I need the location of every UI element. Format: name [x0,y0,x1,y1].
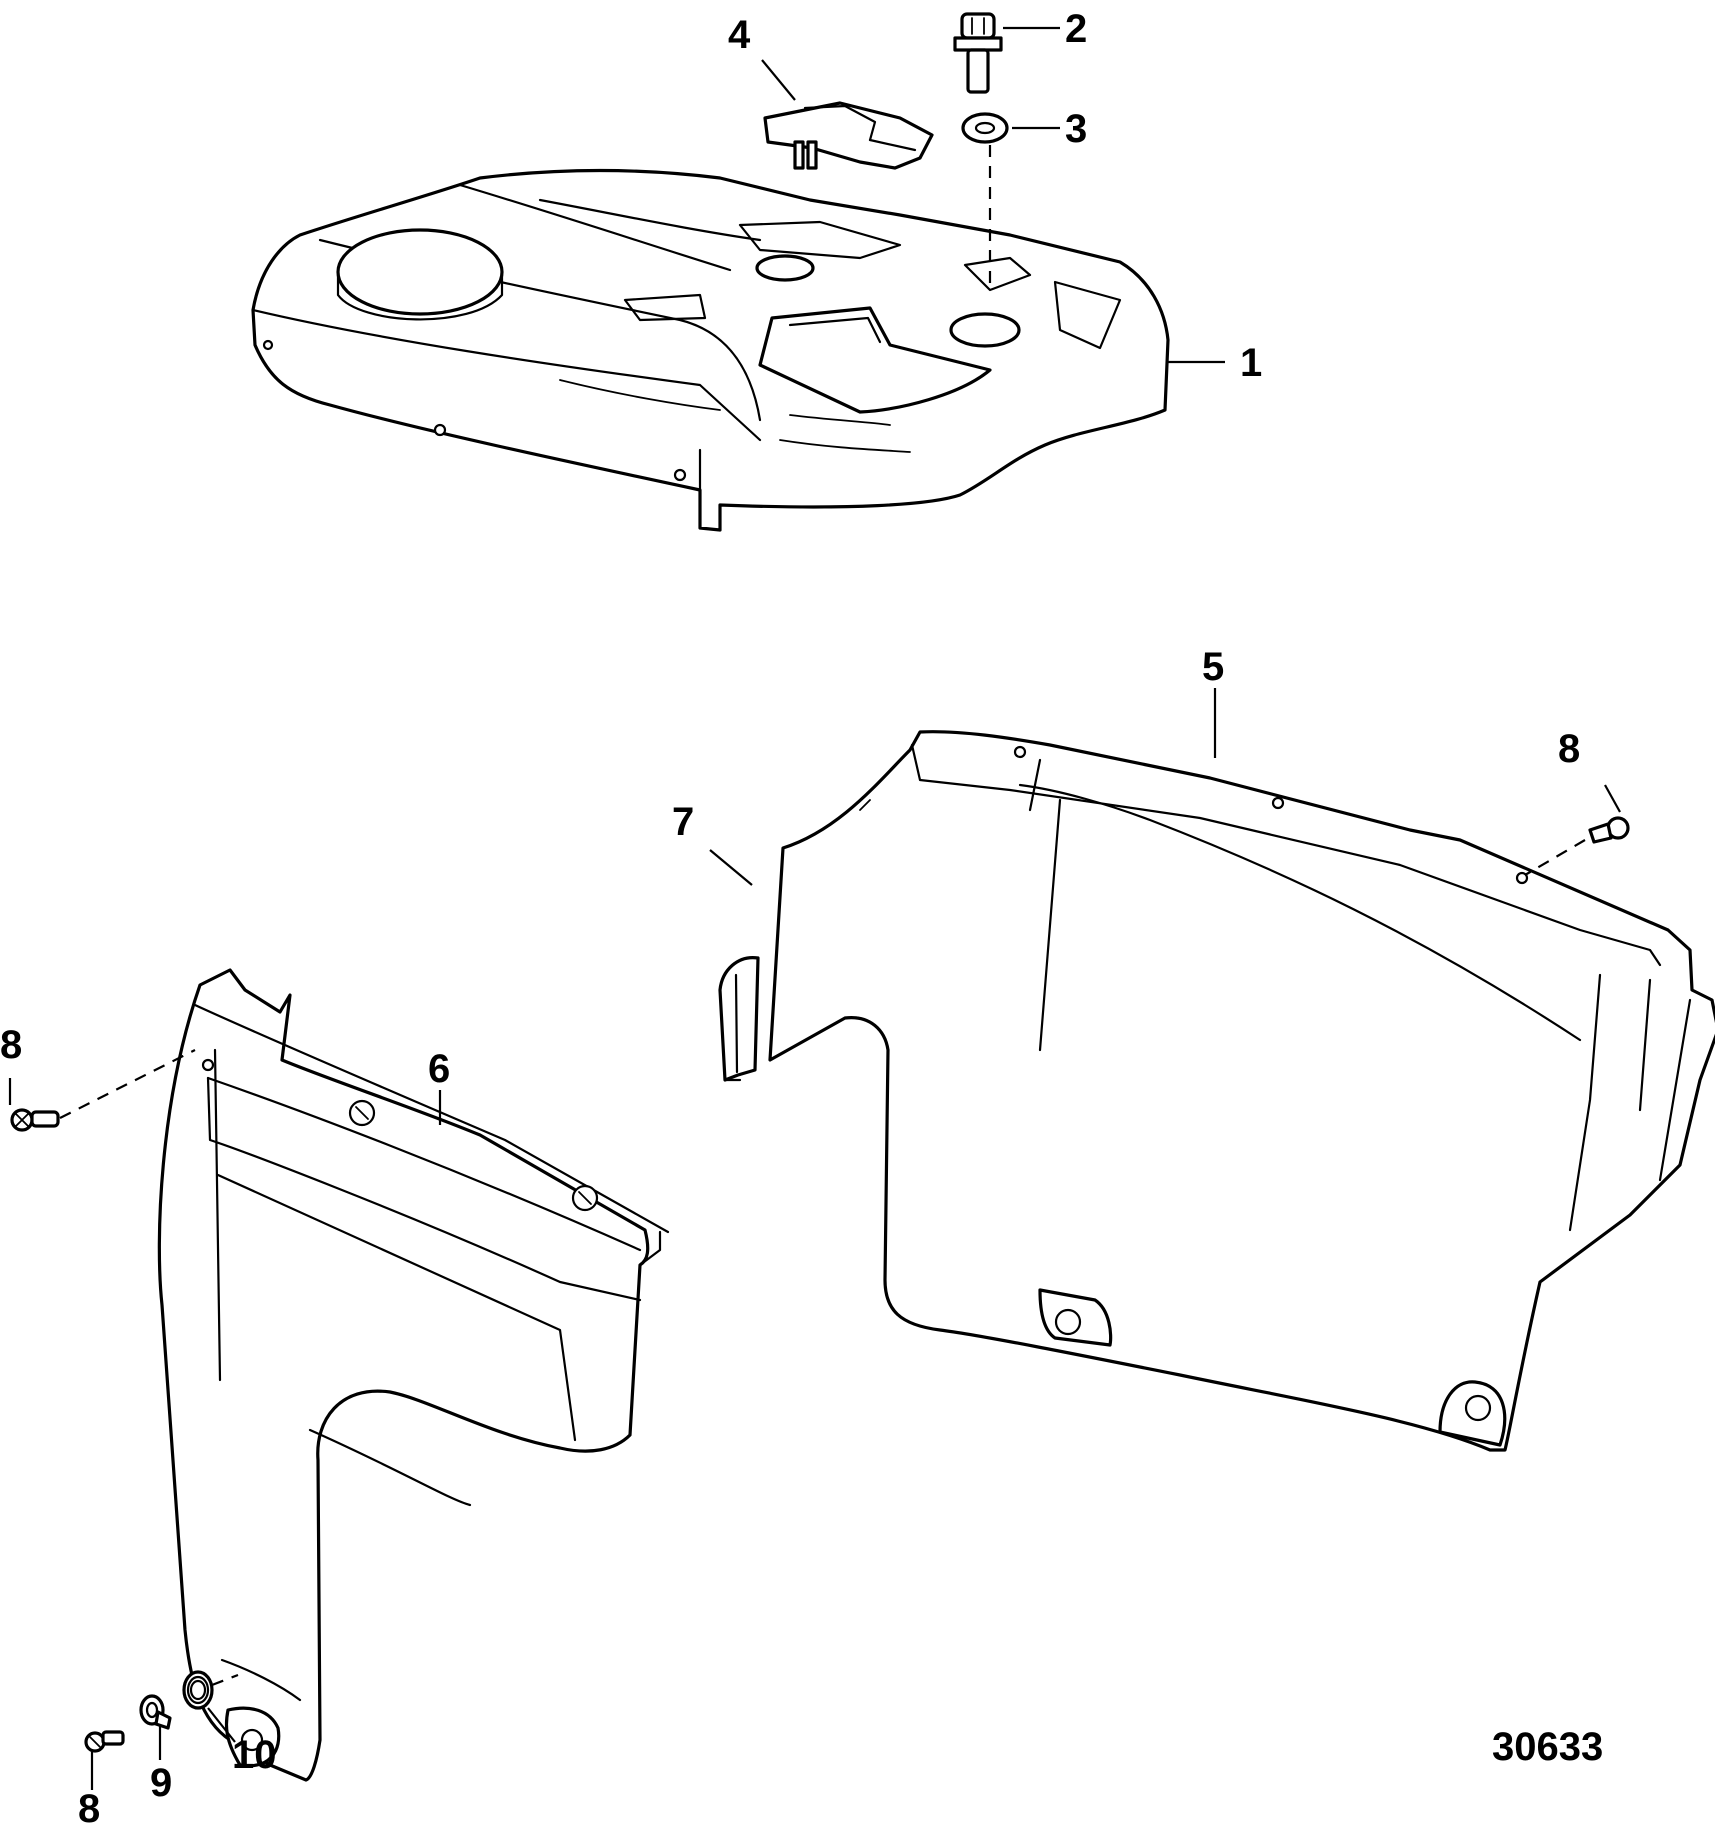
washer-part [961,112,1009,144]
assembly-line-screw-left [59,1049,196,1119]
leader-lines [8,26,1621,1790]
callout-8-right: 8 [1558,727,1580,771]
callout-10: 10 [232,1733,277,1777]
grommet-part [182,1670,214,1710]
figure-number: 30633 [1492,1725,1603,1769]
seal-strip-part [718,956,760,1082]
callout-8-left: 8 [0,1023,22,1067]
top-cover-part [251,168,1170,532]
small-washer-part [139,1694,172,1730]
callout-3: 3 [1065,107,1087,151]
callout-2: 2 [1065,7,1087,51]
latch-part [763,101,934,170]
screw-part-bottom [84,1730,125,1753]
callout-9: 9 [150,1761,172,1805]
screw-part-left [10,1108,60,1132]
callout-5: 5 [1202,645,1224,689]
callout-7: 7 [672,800,694,844]
assembly-line-screw-right [1524,839,1586,876]
assembly-line-grommet [211,1673,239,1687]
left-side-panel-part [157,968,670,1782]
bolt-part [953,12,1003,94]
callout-6: 6 [428,1047,450,1091]
callout-8-bottom: 8 [78,1787,100,1827]
right-side-panel-part [768,730,1715,1452]
screw-part-right [1588,816,1630,844]
callout-1: 1 [1240,341,1262,385]
callout-4: 4 [728,13,751,57]
